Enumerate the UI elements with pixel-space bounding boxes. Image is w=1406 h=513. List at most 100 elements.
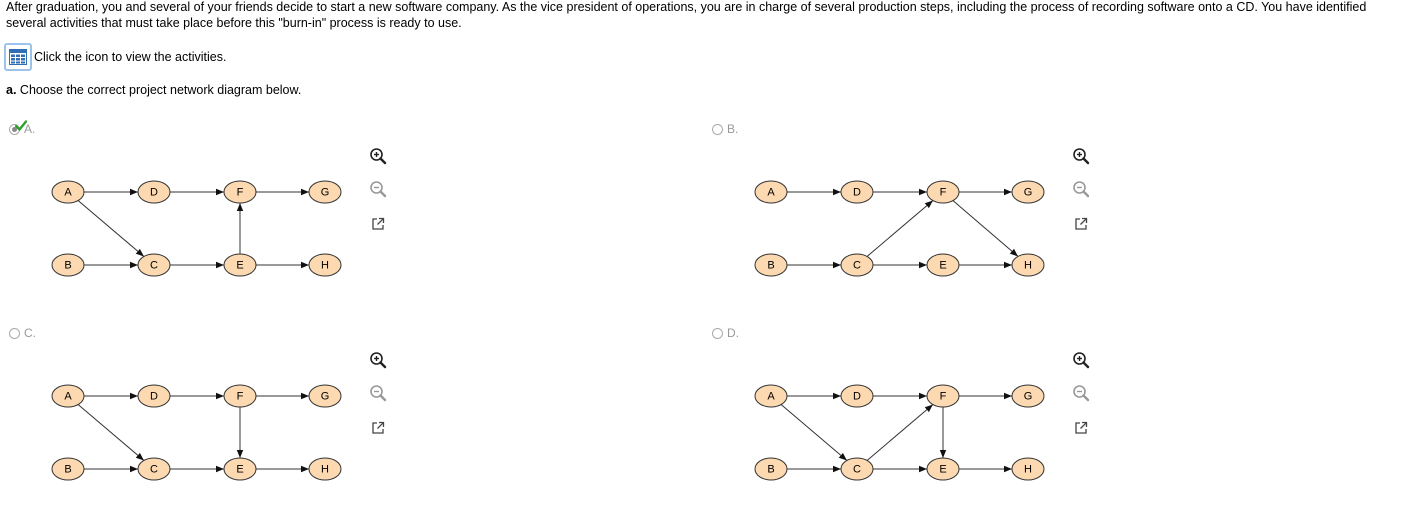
node-label: D (150, 391, 158, 403)
node-d: D (840, 384, 874, 408)
option-b-radio[interactable] (712, 123, 723, 135)
network-diagram-a: A B C D E F G H (51, 180, 342, 277)
node-label: A (64, 187, 72, 199)
node-b: B (51, 457, 85, 481)
option-c-label: C. (24, 326, 36, 340)
option-c-radio[interactable] (9, 327, 20, 339)
network-diagram-d: A B C D E F G H (754, 384, 1045, 481)
node-label: A (767, 187, 775, 199)
network-diagram-b: A B C D E F G H (754, 180, 1045, 277)
node-label: G (321, 391, 330, 403)
node-h: H (1011, 253, 1045, 277)
node-c: C (840, 253, 874, 277)
node-label: H (1024, 464, 1032, 476)
node-label: H (321, 464, 329, 476)
zoom-in-icon[interactable] (1070, 349, 1092, 371)
node-b: B (754, 253, 788, 277)
node-d: D (137, 180, 171, 204)
node-label: D (150, 187, 158, 199)
option-a: A. A B C D E F G H (9, 119, 409, 292)
node-label: G (321, 187, 330, 199)
question-label: Choose the correct project network diagr… (19, 83, 302, 97)
node-label: D (853, 187, 861, 199)
node-e: E (223, 253, 257, 277)
zoom-in-icon[interactable] (1070, 145, 1092, 167)
option-d-radio[interactable] (712, 327, 723, 339)
node-label: B (64, 260, 71, 272)
node-label: C (853, 260, 861, 272)
activities-link-label: Click the icon to view the activities. (34, 50, 227, 64)
activities-link[interactable]: Click the icon to view the activities. (4, 42, 226, 72)
zoom-in-icon[interactable] (367, 349, 389, 371)
popout-icon[interactable] (1070, 213, 1092, 235)
node-label: H (321, 260, 329, 272)
node-label: G (1024, 187, 1033, 199)
table-icon[interactable] (4, 43, 32, 71)
node-a: A (51, 384, 85, 408)
popout-icon[interactable] (1070, 417, 1092, 439)
node-label: B (64, 464, 71, 476)
question-text: a. Choose the correct project network di… (6, 83, 301, 97)
node-h: H (308, 253, 342, 277)
edge-c-f (866, 404, 934, 461)
zoom-out-icon[interactable] (367, 178, 389, 200)
node-g: G (1011, 180, 1045, 204)
node-g: G (1011, 384, 1045, 408)
zoom-out-icon[interactable] (1070, 382, 1092, 404)
network-diagram-c: A B C D E F G H (51, 384, 342, 481)
node-label: E (939, 260, 946, 272)
node-h: H (1011, 457, 1045, 481)
popout-icon[interactable] (367, 417, 389, 439)
node-g: G (308, 180, 342, 204)
node-label: A (767, 391, 775, 403)
node-label: D (853, 391, 861, 403)
node-a: A (51, 180, 85, 204)
zoom-in-icon[interactable] (367, 145, 389, 167)
node-b: B (754, 457, 788, 481)
option-a-label: A. (24, 122, 36, 136)
option-a-header: A. (9, 119, 36, 136)
node-e: E (926, 457, 960, 481)
option-d-label: D. (727, 326, 739, 340)
node-label: H (1024, 260, 1032, 272)
node-a: A (754, 384, 788, 408)
checkmark-icon (14, 119, 28, 134)
popout-icon[interactable] (367, 213, 389, 235)
node-label: B (767, 464, 774, 476)
node-d: D (137, 384, 171, 408)
node-e: E (223, 457, 257, 481)
intro-text: After graduation, you and several of you… (6, 0, 1367, 30)
node-label: E (939, 464, 946, 476)
node-label: F (237, 391, 244, 403)
option-d-header: D. (712, 326, 739, 340)
node-c: C (137, 253, 171, 277)
edge-a-c (780, 404, 848, 461)
node-label: F (940, 391, 947, 403)
node-c: C (840, 457, 874, 481)
node-label: C (150, 464, 158, 476)
node-d: D (840, 180, 874, 204)
edge-a-c (77, 404, 145, 461)
node-a: A (754, 180, 788, 204)
node-f: F (223, 180, 257, 204)
option-a-radio[interactable] (9, 119, 28, 135)
edge-a-c (77, 200, 145, 257)
node-f: F (926, 384, 960, 408)
edge-c-f (866, 200, 934, 257)
node-c: C (137, 457, 171, 481)
node-label: F (940, 187, 947, 199)
option-c: C. A B C D E F G H (9, 326, 409, 496)
zoom-out-icon[interactable] (367, 382, 389, 404)
node-label: C (150, 260, 158, 272)
option-d: D. A B C D E F G H (712, 326, 1112, 496)
node-g: G (308, 384, 342, 408)
node-label: A (64, 391, 72, 403)
node-label: G (1024, 391, 1033, 403)
node-e: E (926, 253, 960, 277)
zoom-out-icon[interactable] (1070, 178, 1092, 200)
node-label: B (767, 260, 774, 272)
node-f: F (926, 180, 960, 204)
edge-f-h (952, 200, 1019, 257)
node-label: E (236, 464, 243, 476)
